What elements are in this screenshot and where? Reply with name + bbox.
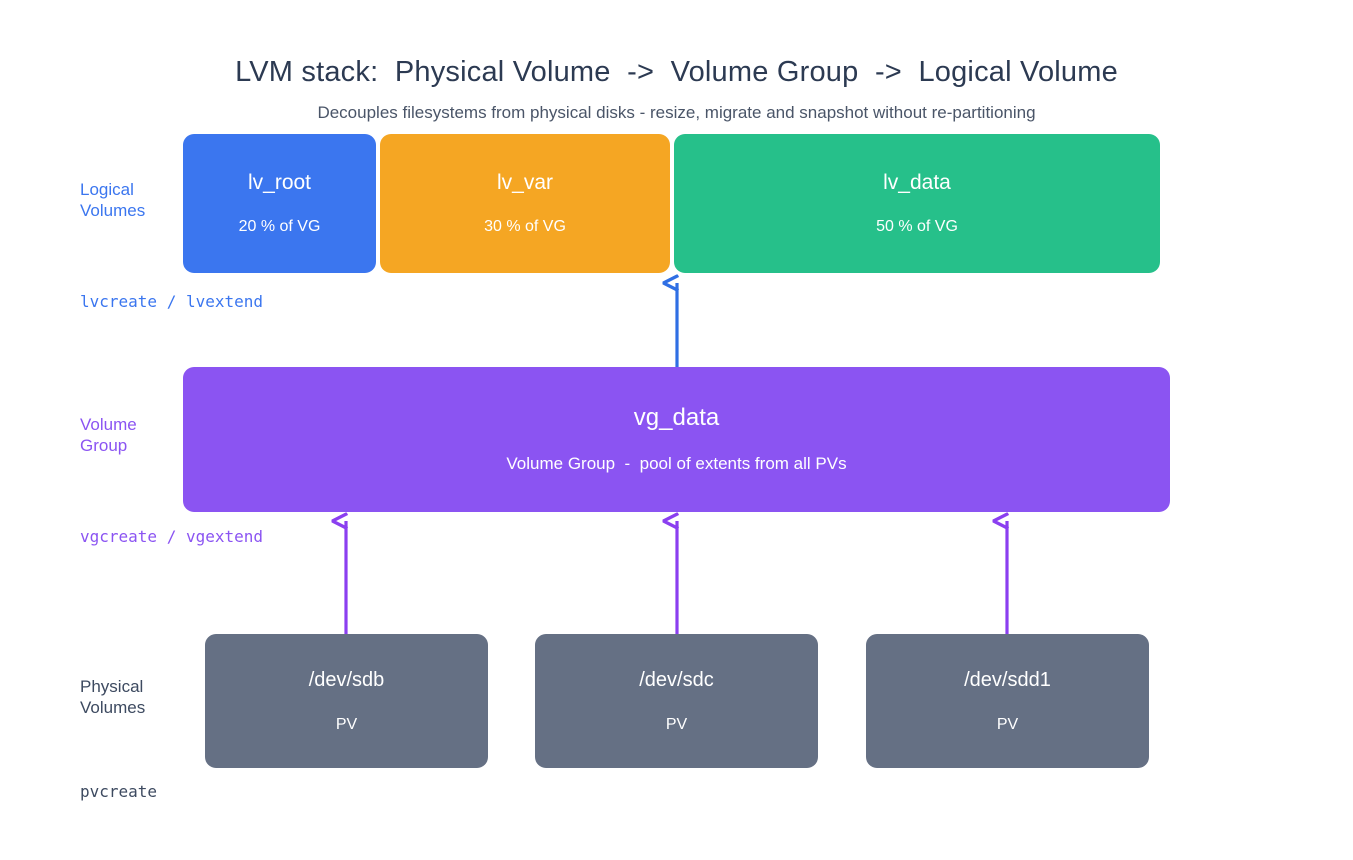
physical-volume-dev-sdc[interactable]: /dev/sdc PV (535, 634, 818, 768)
command-lvcreate-lvextend: lvcreate / lvextend (80, 292, 264, 311)
logical-volume-detail: 20 % of VG (238, 218, 321, 235)
logical-volume-lv-var[interactable]: lv_var 30 % of VG (380, 134, 670, 273)
volume-group-detail: Volume Group - pool of extents from all … (506, 454, 847, 473)
logical-volume-detail: 30 % of VG (484, 218, 566, 235)
logical-volume-name: lv_var (496, 171, 554, 194)
command-vgcreate-vgextend: vgcreate / vgextend (80, 527, 264, 546)
volume-group-name: vg_data (633, 404, 720, 431)
physical-volume-name: /dev/sdc (639, 669, 714, 691)
logical-volume-name: lv_data (883, 171, 951, 194)
logical-volume-detail: 50 % of VG (876, 218, 958, 235)
logical-volume-lv-root[interactable]: lv_root 20 % of VG (183, 134, 376, 273)
command-pvcreate: pvcreate (80, 782, 158, 801)
volume-group-vg-data[interactable]: vg_data Volume Group - pool of extents f… (183, 367, 1170, 512)
logical-volume-lv-data[interactable]: lv_data 50 % of VG (674, 134, 1160, 273)
row-label-logical-volumes: Logical Volumes (80, 180, 146, 220)
row-label-volume-group: Volume Group (80, 415, 137, 455)
physical-volume-dev-sdd1[interactable]: /dev/sdd1 PV (866, 634, 1149, 768)
row-label-physical-volumes: Physical Volumes (80, 677, 146, 717)
physical-volume-detail: PV (335, 716, 358, 733)
page-subtitle: Decouples filesystems from physical disk… (317, 103, 1036, 122)
physical-volume-detail: PV (665, 716, 688, 733)
physical-volume-dev-sdb[interactable]: /dev/sdb PV (205, 634, 488, 768)
physical-volume-detail: PV (996, 716, 1019, 733)
physical-volume-name: /dev/sdb (308, 669, 385, 691)
page-title: LVM stack: Physical Volume -> Volume Gro… (235, 56, 1118, 88)
logical-volume-name: lv_root (247, 171, 312, 194)
physical-volume-name: /dev/sdd1 (964, 669, 1051, 691)
